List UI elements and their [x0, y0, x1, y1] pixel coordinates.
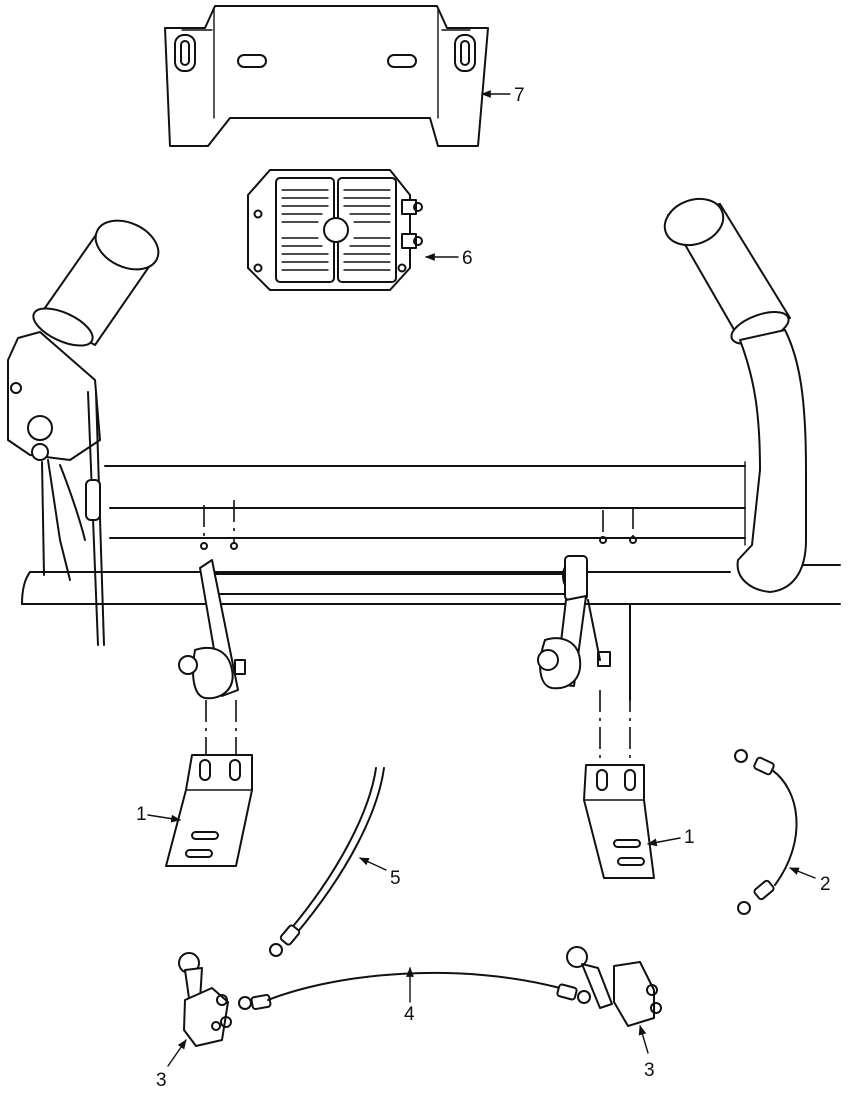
- right-handle-assembly: [663, 197, 807, 593]
- callout-battery-cable: 5: [390, 868, 401, 889]
- right-lever-assembly: [537, 507, 637, 701]
- callout-bracket-right: 1: [684, 827, 695, 848]
- battery-cable-drawing: [269, 767, 385, 957]
- callout-switch-left: 3: [156, 1070, 167, 1091]
- callout-connecting-cable: 4: [404, 1004, 415, 1025]
- leader-lines: [147, 90, 816, 1067]
- bracket-right-drawing: [583, 764, 655, 879]
- cross-shaft: [211, 555, 588, 601]
- bracket-left-drawing: [165, 754, 253, 867]
- connecting-cable-drawing: [238, 971, 591, 1010]
- callout-mounting-plate: 7: [514, 85, 525, 106]
- regulator-drawing: [247, 169, 423, 291]
- callout-switch-right: 3: [644, 1060, 655, 1081]
- switch-right-drawing: [566, 946, 662, 1027]
- alignment-lines: [205, 690, 631, 790]
- switch-left-drawing: [178, 952, 232, 1047]
- left-handle-assembly: [7, 219, 160, 646]
- callout-ground-cable: 2: [820, 874, 831, 895]
- mounting-plate-drawing: [164, 5, 489, 147]
- ground-cable-drawing: [734, 749, 798, 915]
- callout-regulator: 6: [462, 248, 473, 269]
- callout-bracket-left: 1: [136, 804, 147, 825]
- left-lever-assembly: [178, 500, 246, 700]
